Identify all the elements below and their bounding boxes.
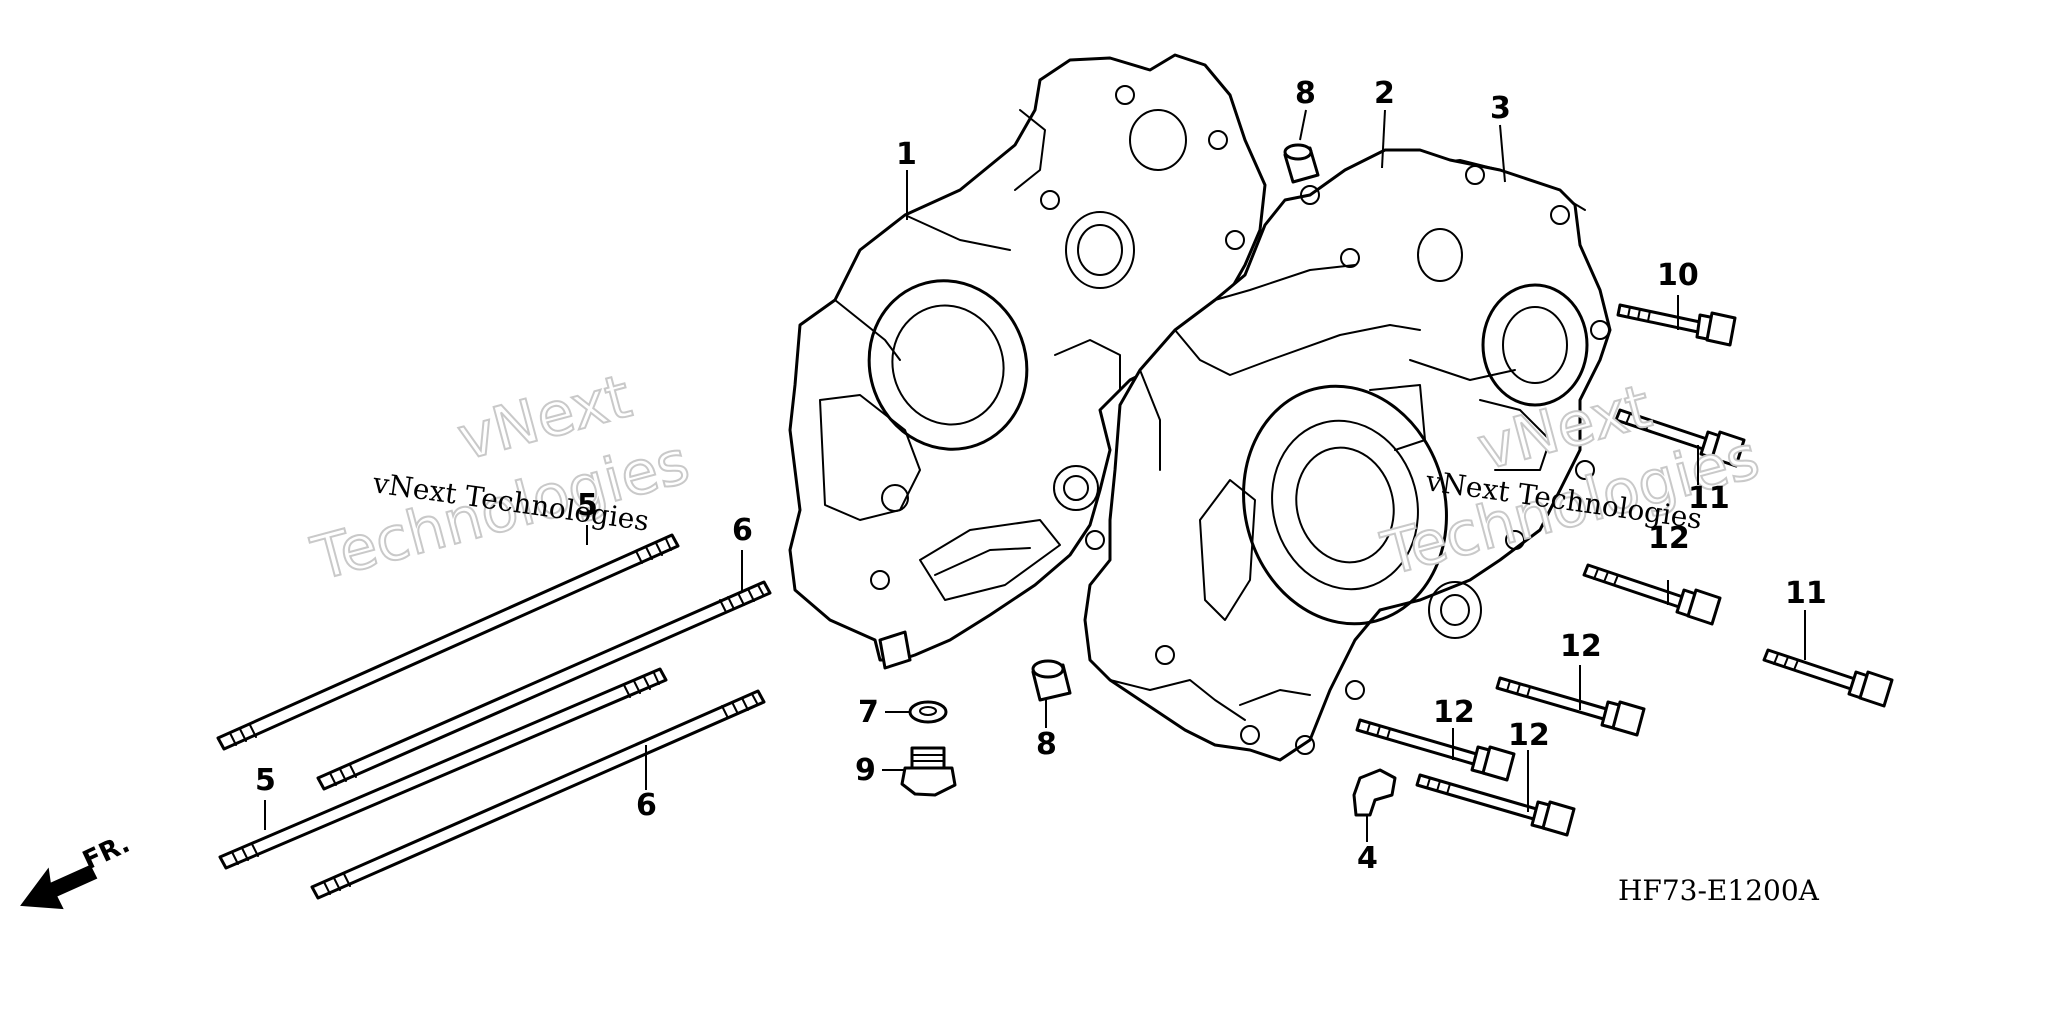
callout-9: 9 bbox=[855, 753, 876, 788]
wire-clip bbox=[1352, 768, 1397, 817]
drain-bolt bbox=[900, 746, 957, 797]
leader-lines bbox=[264, 109, 1806, 842]
callout-labels: 1 2 3 4 5 5 6 6 7 8 8 9 10 11 11 12 12 1… bbox=[255, 76, 1827, 876]
flange-bolt-12-a bbox=[1582, 563, 1722, 626]
washer bbox=[908, 700, 948, 724]
callout-11-upper: 11 bbox=[1688, 481, 1730, 516]
flange-bolt-12-c bbox=[1355, 718, 1516, 782]
left-crankcase bbox=[788, 53, 1267, 670]
callout-11-lower: 11 bbox=[1785, 576, 1827, 611]
callout-2: 2 bbox=[1374, 76, 1395, 111]
direction-label: FR. bbox=[78, 829, 134, 877]
flange-bolt-11-lower bbox=[1762, 648, 1894, 708]
front-arrow-icon bbox=[20, 864, 98, 910]
callout-1: 1 bbox=[896, 137, 917, 172]
callout-7: 7 bbox=[858, 695, 879, 730]
callout-8-top: 8 bbox=[1295, 76, 1316, 111]
callout-5-lower: 5 bbox=[255, 763, 276, 798]
flange-bolt-11-upper bbox=[1614, 408, 1746, 468]
callout-6-upper: 6 bbox=[732, 513, 753, 548]
callout-12-d: 12 bbox=[1508, 718, 1550, 753]
dowel-pin-top bbox=[1283, 143, 1320, 184]
callout-10: 10 bbox=[1657, 258, 1699, 293]
dowel-pin-bottom bbox=[1031, 659, 1072, 702]
callout-5-upper: 5 bbox=[577, 488, 598, 523]
stud-bolt-5-upper bbox=[216, 533, 680, 751]
stud-bolt-6-upper bbox=[316, 580, 772, 791]
callout-4: 4 bbox=[1357, 841, 1378, 876]
callout-12-c: 12 bbox=[1433, 695, 1475, 730]
callout-12-b: 12 bbox=[1560, 629, 1602, 664]
callout-12-a: 12 bbox=[1648, 521, 1690, 556]
stud-bolt-5-lower bbox=[218, 667, 668, 870]
callout-8-bottom: 8 bbox=[1036, 727, 1057, 762]
flange-bolt-12-b bbox=[1495, 676, 1646, 737]
diagram-code: HF73-E1200A bbox=[1618, 874, 1820, 907]
flange-bolt-10 bbox=[1616, 303, 1737, 347]
callout-3: 3 bbox=[1490, 91, 1511, 126]
callout-6-lower: 6 bbox=[636, 788, 657, 823]
right-crankcase bbox=[1083, 148, 1612, 762]
stud-bolt-6-lower bbox=[310, 689, 766, 900]
flange-bolt-12-d bbox=[1415, 773, 1576, 837]
